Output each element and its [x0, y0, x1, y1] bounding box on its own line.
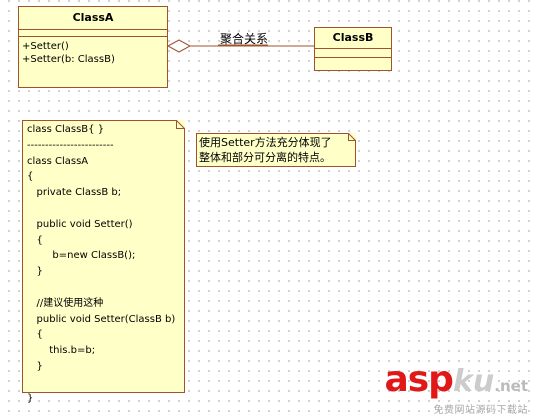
code-line: [27, 201, 185, 217]
code-line: }: [27, 392, 34, 404]
description-note-text: 使用Setter方法充分体现了 整体和部分可分离的特点。: [196, 133, 356, 165]
code-line: }: [27, 360, 43, 372]
code-line: public void Setter(ClassB b): [27, 313, 176, 325]
class-a-operation: +Setter(): [22, 41, 69, 52]
code-line: private ClassB b;: [27, 187, 122, 199]
code-line: b=new ClassB();: [27, 250, 136, 262]
code-line: [27, 280, 185, 296]
code-line: {: [27, 171, 34, 183]
code-line: public void Setter(): [27, 218, 133, 230]
class-b-name: ClassB: [315, 28, 391, 49]
watermark-slogan: 免费网站源码下载站: [433, 405, 528, 416]
watermark-logo-main: asp: [384, 359, 453, 400]
aggregation-diamond: [166, 39, 192, 53]
class-b-box[interactable]: ClassB: [314, 27, 392, 71]
description-note[interactable]: 使用Setter方法充分体现了 整体和部分可分离的特点。: [196, 133, 356, 167]
code-line: class ClassB{ }: [27, 124, 105, 135]
class-a-operation: +Setter(b: ClassB): [22, 54, 115, 65]
class-a-attributes: [19, 30, 167, 37]
code-line: class ClassA: [27, 155, 89, 167]
watermark-logo: aspku.net: [384, 362, 528, 403]
code-line: }: [27, 266, 43, 278]
note-shape: [22, 120, 185, 393]
class-b-attributes: [315, 49, 391, 58]
description-line: 整体和部分可分离的特点。: [199, 151, 331, 164]
code-line: ------------------------: [27, 139, 114, 151]
code-note[interactable]: class ClassB{ } ------------------------…: [22, 120, 185, 404]
class-a-operations: +Setter() +Setter(b: ClassB): [19, 37, 167, 68]
class-a-name: ClassA: [19, 7, 167, 30]
description-line: 使用Setter方法充分体现了: [199, 136, 332, 149]
site-watermark: aspku.net 免费网站源码下载站: [384, 362, 528, 417]
association-label: 聚合关系: [220, 32, 269, 46]
note-shape: [196, 133, 356, 167]
watermark-logo-mid: ku: [452, 364, 495, 399]
code-line: {: [27, 234, 43, 246]
code-line: this.b=b;: [27, 345, 96, 357]
code-line: [27, 375, 185, 391]
code-line: {: [27, 329, 43, 341]
class-a-box[interactable]: ClassA +Setter() +Setter(b: ClassB): [18, 6, 168, 88]
code-note-text: class ClassB{ } ------------------------…: [22, 120, 185, 406]
code-line: //建议使用这种: [27, 297, 104, 309]
watermark-logo-suffix: .net: [494, 377, 528, 395]
